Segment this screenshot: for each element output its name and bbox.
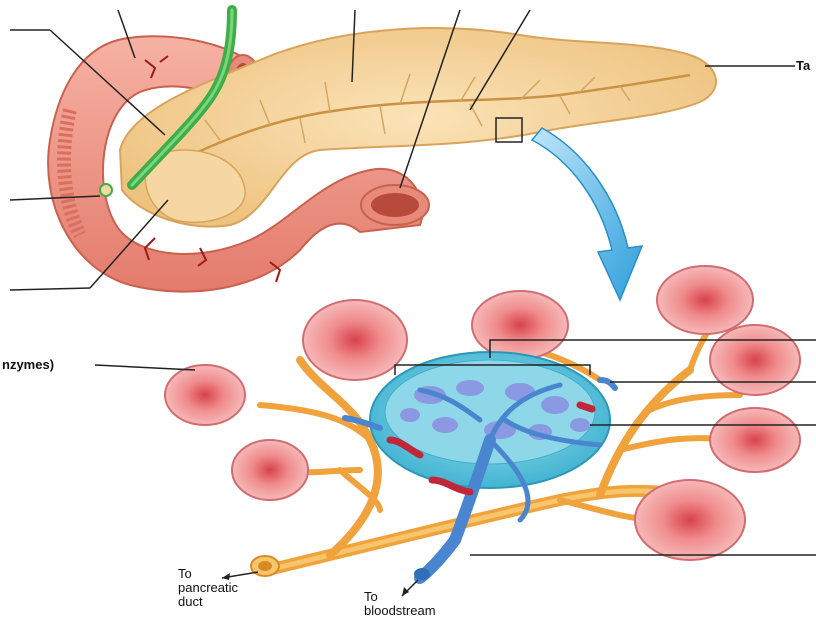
label-pancreatic-duct: To pancreatic duct <box>178 567 238 609</box>
zoom-arrow <box>532 128 642 300</box>
acinus <box>710 408 800 472</box>
label-pancreatic-duct-line1: To <box>178 567 238 581</box>
label-pancreatic-duct-line3: duct <box>178 595 238 609</box>
label-enzymes: nzymes) <box>2 358 54 372</box>
label-tail: Ta <box>796 59 810 73</box>
label-pancreatic-duct-line2: pancreatic <box>178 581 238 595</box>
acinus <box>303 300 407 380</box>
vein-outlet <box>414 568 430 580</box>
acinus <box>710 325 800 395</box>
label-bloodstream-line1: To <box>364 590 436 604</box>
acinus <box>657 266 753 334</box>
acinus <box>635 480 745 560</box>
acinus <box>232 440 308 500</box>
label-bloodstream-line2: bloodstream <box>364 604 436 618</box>
label-bloodstream: To bloodstream <box>364 590 436 618</box>
acinus <box>165 365 245 425</box>
acinus <box>472 291 568 359</box>
